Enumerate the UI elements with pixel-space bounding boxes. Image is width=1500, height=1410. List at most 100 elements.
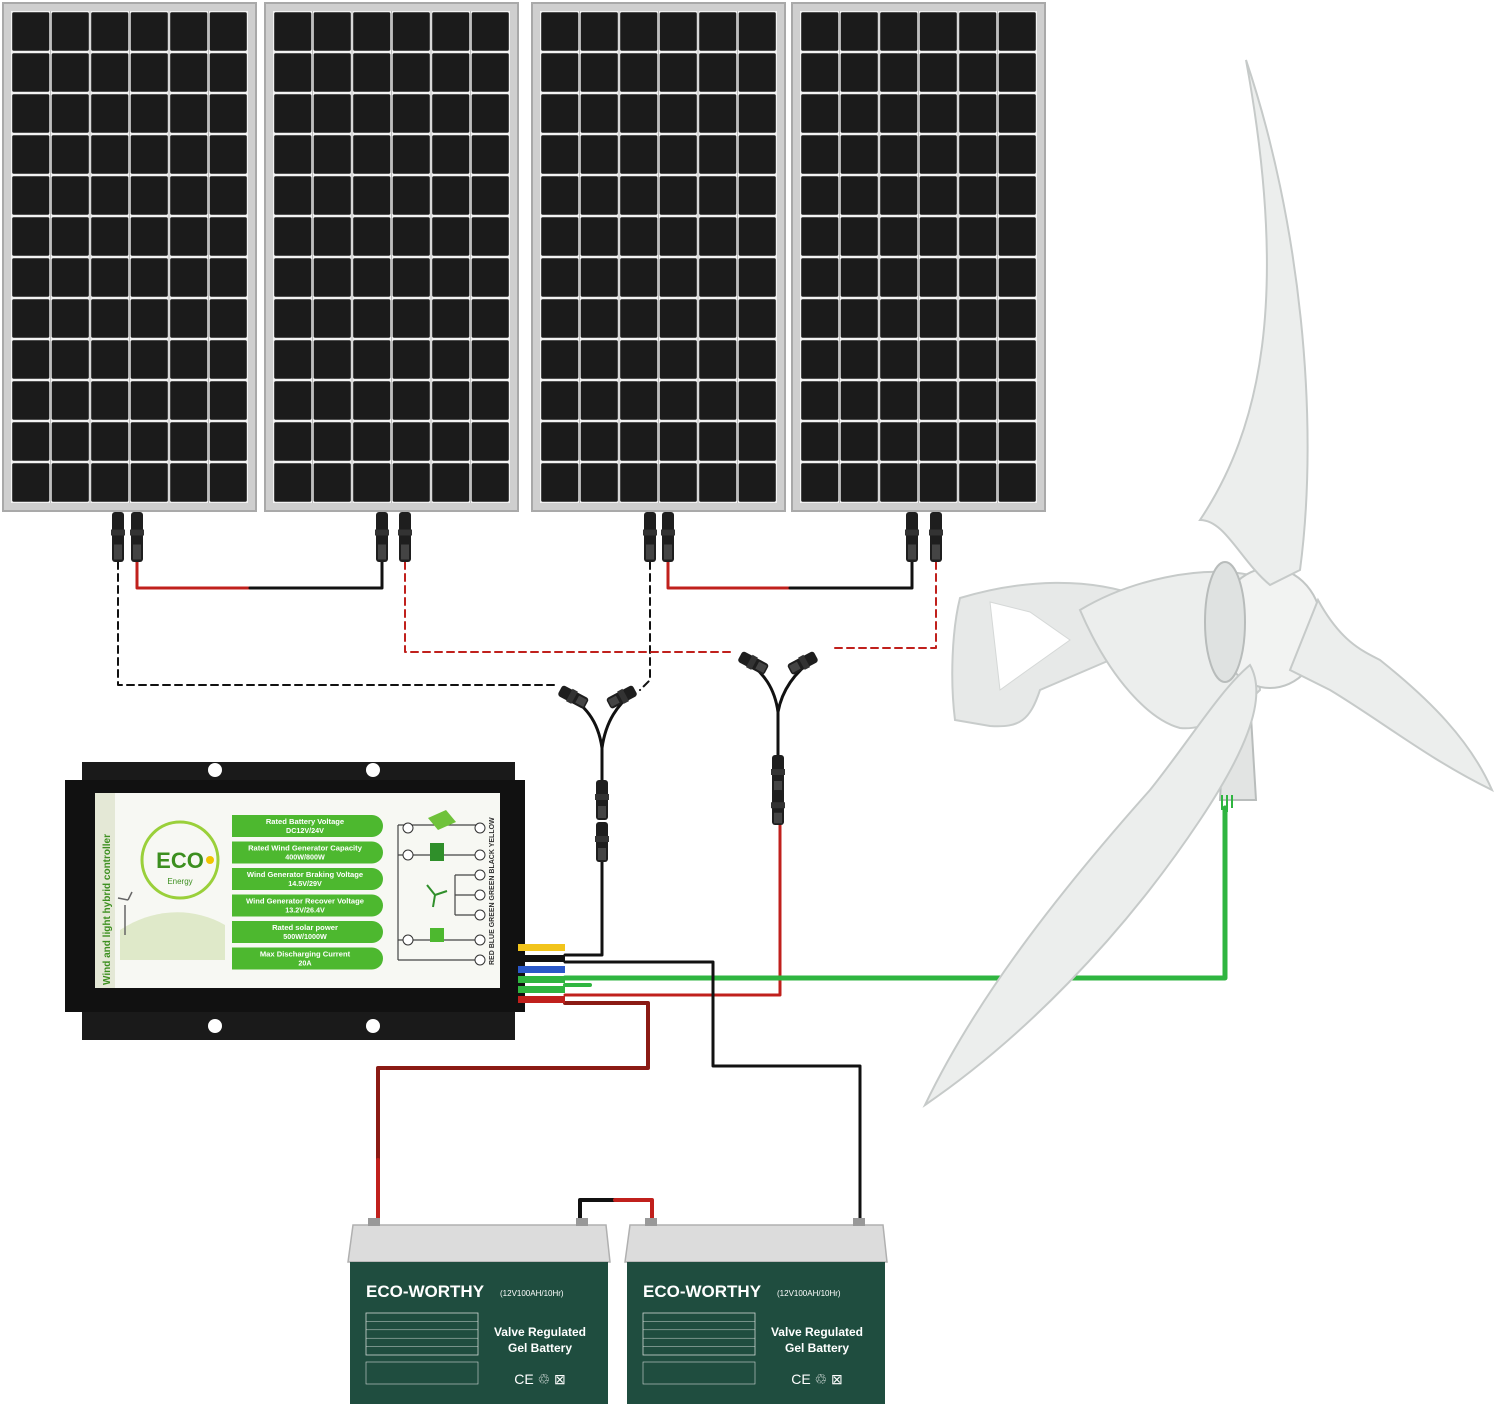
wiring <box>117 560 1228 1227</box>
terminal-symbol <box>474 849 486 861</box>
mounting-hole <box>366 763 380 777</box>
eco-logo-text: ECO <box>156 848 204 873</box>
terminal-symbol <box>402 822 414 834</box>
wire-battery-negative <box>563 960 862 1227</box>
mc4-connector <box>771 790 785 825</box>
terminal-symbol <box>474 889 486 901</box>
battery-icon <box>430 843 444 861</box>
y-branch-left-black <box>561 690 635 792</box>
mc4-connector <box>738 651 769 675</box>
terminal-symbol <box>474 822 486 834</box>
spec-value: DC12V/24V <box>286 826 324 835</box>
mc4-connector <box>606 685 637 709</box>
wire-wind-green <box>562 805 1228 981</box>
dashed-negative-wire-2 <box>639 561 651 691</box>
wind-icon <box>426 884 448 908</box>
mc4-connector <box>929 512 943 562</box>
mounting-hole <box>366 1019 380 1033</box>
wire-panel1-panel2-black <box>248 560 384 590</box>
battery-type-line2: Gel Battery <box>785 1341 849 1355</box>
battery-type-line1: Valve Regulated <box>771 1325 863 1339</box>
battery-type-line1: Valve Regulated <box>494 1325 586 1339</box>
battery-rating: (12V100AH/10Hr) <box>500 1289 564 1298</box>
terminal-yellow <box>518 944 565 951</box>
spec-label: Wind Generator Recover Voltage <box>246 897 364 906</box>
wire-solar-positive <box>563 820 782 997</box>
dashed-positive-wire-2 <box>834 561 937 649</box>
mc4-connector <box>595 780 609 820</box>
mc4-connector <box>905 512 919 562</box>
load-icon <box>430 928 444 942</box>
wire-panel3-panel4-black <box>788 560 914 590</box>
spec-value: 13.2V/26.4V <box>285 906 325 915</box>
controller-spec-item: Wind Generator Recover Voltage13.2V/26.4… <box>232 894 384 917</box>
mc4-connector <box>787 651 818 675</box>
spec-value: 500W/1000W <box>283 932 327 941</box>
mc4-connector <box>130 512 144 562</box>
battery-brand: ECO-WORTHY <box>366 1282 485 1301</box>
battery-certification-marks: CE ♲ ⊠ <box>514 1371 566 1387</box>
wire-panel1-panel2-red <box>135 560 252 590</box>
terminal-symbol <box>402 934 414 946</box>
mc4-connector <box>111 512 125 562</box>
hybrid-controller: Wind and light hybrid controller ECO Ene… <box>65 762 565 1040</box>
mc4-connector <box>595 822 609 862</box>
mc4-connector <box>771 755 785 795</box>
spec-label: Wind Generator Braking Voltage <box>247 870 363 879</box>
controller-terminal-labels: RED BLUE GREEN GREEN BLACK YELLOW <box>489 817 496 965</box>
spec-label: Rated Battery Voltage <box>266 817 344 826</box>
mounting-hole <box>208 763 222 777</box>
turbine-blade-bottom <box>922 663 1258 1108</box>
solar-panel-icon <box>428 810 456 830</box>
dashed-negative-wire <box>117 561 556 686</box>
terminal-symbol <box>474 934 486 946</box>
spec-value: 14.5V/29V <box>288 879 322 888</box>
gel-battery: ECO-WORTHY(12V100AH/10Hr)Valve Regulated… <box>624 1218 888 1404</box>
solar-panel-array <box>2 2 1046 512</box>
battery-certification-marks: CE ♲ ⊠ <box>791 1371 843 1387</box>
battery-spec-table <box>642 1312 756 1356</box>
battery-type-line2: Gel Battery <box>508 1341 572 1355</box>
spec-label: Rated Wind Generator Capacity <box>248 844 363 853</box>
solar-panel <box>264 2 519 512</box>
mc4-connector <box>375 512 389 562</box>
mc4-connector <box>661 512 675 562</box>
gel-battery: ECO-WORTHY (12V100AH/10Hr) Valve Regulated… <box>347 1218 611 1404</box>
turbine-leads <box>1221 795 1233 812</box>
terminal-red <box>518 996 565 1003</box>
spec-value: 400W/800W <box>285 853 325 862</box>
turbine-blade-top <box>1198 59 1309 587</box>
terminal-symbol <box>402 849 414 861</box>
turbine-blade-right <box>1288 597 1495 793</box>
y-branch-right-red <box>740 656 817 762</box>
controller-diagram-icons <box>402 810 486 966</box>
terminal-symbol <box>474 954 486 966</box>
solar-panel <box>791 2 1046 512</box>
wire-panel3-panel4-red <box>666 560 792 590</box>
eco-logo <box>140 820 220 900</box>
mounting-hole <box>208 1019 222 1033</box>
terminal-symbol <box>474 909 486 921</box>
mc4-connector <box>398 512 412 562</box>
spec-label: Max Discharging Current <box>260 950 351 959</box>
terminal-green-2 <box>518 986 565 993</box>
spec-label: Rated solar power <box>272 923 338 932</box>
wire-battery-link <box>578 1198 617 1227</box>
wire-battery-positive <box>376 1001 650 1227</box>
mc4-connector <box>643 512 657 562</box>
terminal-symbol <box>474 869 486 881</box>
battery-bank: ECO-WORTHY (12V100AH/10Hr) Valve Regulated… <box>347 1218 888 1404</box>
battery-rating: (12V100AH/10Hr) <box>777 1289 841 1298</box>
wire-battery-link-red <box>613 1198 654 1227</box>
solar-panel <box>531 2 786 512</box>
eco-logo-sub: Energy <box>167 877 192 886</box>
mc4-connectors <box>111 512 943 862</box>
wind-turbine <box>922 59 1495 1108</box>
